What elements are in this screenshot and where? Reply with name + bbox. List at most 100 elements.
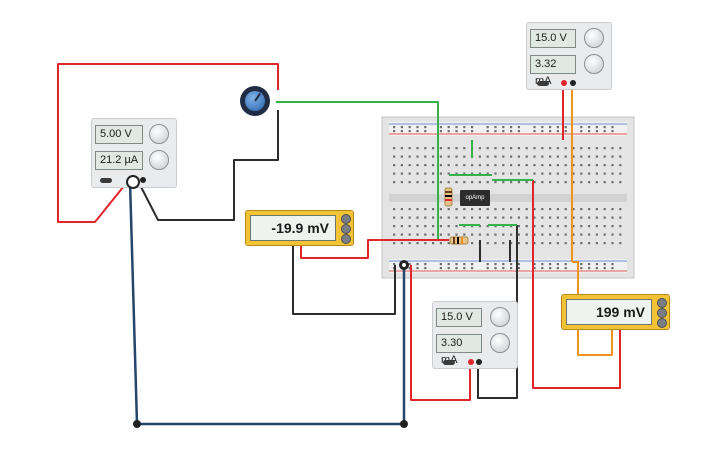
breadboard-hole [580,233,583,236]
wire-red-meter-left [300,239,449,259]
breadboard-hole [603,155,606,158]
breadboard-hole [486,263,489,266]
breadboard-hole [447,263,450,266]
wire-green-pot [276,101,439,240]
breadboard-hole [486,267,489,270]
breadboard-hole [588,155,591,158]
breadboard-hole [549,233,552,236]
breadboard-hole [525,147,528,150]
power-switch[interactable] [537,81,549,86]
breadboard-hole [455,130,458,133]
multimeter-left[interactable]: -19.9 mV [245,210,354,246]
breadboard-hole [533,263,536,266]
breadboard-hole [541,130,544,133]
current-knob[interactable] [490,333,510,353]
voltage-knob[interactable] [490,307,510,327]
breadboard-hole [588,267,591,270]
breadboard-hole [439,181,442,184]
voltage-knob[interactable] [149,124,169,144]
breadboard-hole [603,126,606,129]
breadboard-hole [400,233,403,236]
negative-terminal[interactable] [476,359,482,365]
breadboard-hole [463,233,466,236]
breadboard-hole [416,172,419,175]
breadboard-hole [603,172,606,175]
breadboard-hole [393,181,396,184]
breadboard-hole [572,242,575,245]
breadboard-hole [432,147,435,150]
potentiometer[interactable] [240,86,270,116]
breadboard-hole [549,164,552,167]
breadboard-hole [510,126,513,129]
breadboard-hole [486,233,489,236]
breadboard-hole [408,225,411,228]
breadboard-hole [494,147,497,150]
breadboard-hole [408,267,411,270]
mode-button[interactable] [657,298,667,308]
wire-blue-1 [128,180,139,425]
breadboard-hole [393,216,396,219]
current-knob[interactable] [584,54,604,74]
breadboard-hole [455,126,458,129]
breadboard-hole [432,164,435,167]
mode-button[interactable] [341,234,351,244]
voltage-display: 15.0 V [530,29,576,48]
mode-button[interactable] [341,214,351,224]
breadboard-hole [494,126,497,129]
breadboard-hole [463,147,466,150]
breadboard-hole [564,181,567,184]
mode-button[interactable] [657,308,667,318]
breadboard-hole [556,172,559,175]
breadboard-hole [510,263,513,266]
multimeter-right[interactable]: 199 mV [561,294,670,330]
breadboard-hole [447,208,450,211]
breadboard-hole [533,242,536,245]
negative-terminal[interactable] [126,175,140,189]
breadboard-hole [471,126,474,129]
power-switch[interactable] [443,360,455,365]
power-switch[interactable] [100,178,112,183]
breadboard-hole [572,164,575,167]
voltage-knob[interactable] [584,28,604,48]
positive-terminal[interactable] [561,80,567,86]
wire-black-left [137,110,279,221]
breadboard-hole [549,172,552,175]
power-supply-bottom[interactable]: 15.0 V 3.30 mA [432,301,518,369]
positive-terminal[interactable] [468,359,474,365]
current-knob[interactable] [149,150,169,170]
breadboard-hole [400,242,403,245]
breadboard-hole [494,263,497,266]
breadboard-hole [517,242,520,245]
breadboard-hole [588,208,591,211]
power-supply-left[interactable]: 5.00 V 21.2 µA [91,118,177,189]
breadboard-hole [424,172,427,175]
breadboard-hole [471,263,474,266]
resistor-vertical[interactable] [444,187,453,207]
breadboard-hole [517,225,520,228]
breadboard-hole [494,208,497,211]
breadboard-hole [549,181,552,184]
breadboard-hole [517,130,520,133]
breadboard-hole [408,216,411,219]
resistor-horizontal[interactable] [449,236,469,245]
breadboard-hole [408,155,411,158]
breadboard-hole [556,130,559,133]
breadboard-hole [432,216,435,219]
breadboard-hole [471,267,474,270]
breadboard[interactable] [381,116,635,279]
breadboard-hole [603,242,606,245]
breadboard-hole [517,155,520,158]
breadboard-hole [603,208,606,211]
positive-terminal[interactable] [140,177,146,183]
negative-terminal[interactable] [570,80,576,86]
breadboard-hole [447,233,450,236]
mode-button[interactable] [341,224,351,234]
breadboard-hole [439,208,442,211]
breadboard-hole [486,181,489,184]
breadboard-hole [564,147,567,150]
opamp-chip[interactable]: opAmp [460,190,490,206]
mode-button[interactable] [657,318,667,328]
power-supply-top-right[interactable]: 15.0 V 3.32 mA [526,22,612,90]
breadboard-hole [549,126,552,129]
breadboard-hole [463,208,466,211]
